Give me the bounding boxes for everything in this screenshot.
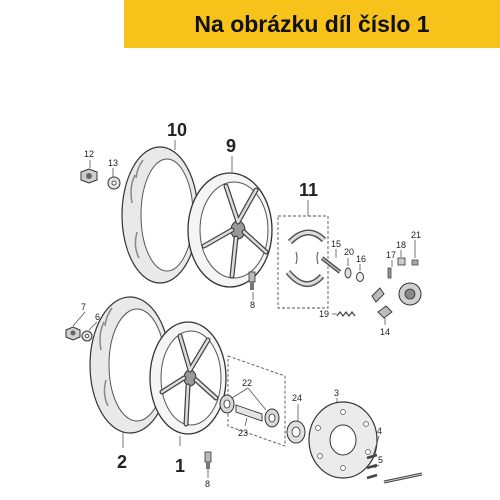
banner-title: Na obrázku díl číslo 1 (194, 10, 430, 37)
callout-16: 16 (356, 254, 366, 264)
part-22-bearing[interactable] (219, 394, 280, 428)
part-8-valve-upper[interactable] (248, 271, 256, 290)
callout-15: 15 (331, 239, 341, 249)
callout-2: 2 (117, 452, 127, 472)
callout-11: 11 (299, 180, 318, 200)
leader-lines (72, 140, 416, 478)
callout-21: 21 (411, 230, 421, 240)
callout-24: 24 (292, 393, 302, 403)
callout-23: 23 (238, 428, 248, 438)
callout-1: 1 (175, 456, 185, 476)
callout-8-lower: 8 (205, 479, 210, 489)
part-1-rim[interactable] (149, 321, 227, 435)
part-7-nut[interactable] (65, 326, 81, 341)
callout-20: 20 (344, 247, 354, 257)
part-12-nut[interactable] (80, 168, 98, 184)
part-9-rim[interactable] (187, 172, 273, 288)
part-14-lever[interactable] (371, 282, 422, 319)
part-23-spacer[interactable] (235, 404, 263, 422)
part-13-washer[interactable] (107, 176, 121, 190)
callout-13: 13 (108, 158, 118, 168)
part-5-axle[interactable] (383, 472, 423, 484)
part-4-bolts[interactable] (366, 453, 378, 480)
callout-18: 18 (396, 240, 406, 250)
callout-7: 7 (81, 302, 86, 312)
part-15-cam[interactable] (320, 256, 342, 274)
part-19-spring[interactable] (336, 311, 356, 317)
part-17-bolt[interactable] (387, 267, 392, 279)
callout-14: 14 (380, 327, 390, 337)
title-banner: Na obrázku díl číslo 1 (124, 0, 500, 48)
part-3-brake-disc[interactable] (308, 401, 378, 479)
part-18-nut[interactable] (397, 257, 406, 266)
part-8-valve-lower[interactable] (204, 451, 212, 469)
part-24-ring[interactable] (286, 420, 306, 444)
part-21-pin[interactable] (411, 259, 419, 266)
part-16-washer[interactable] (356, 272, 364, 282)
callout-4: 4 (377, 426, 382, 436)
callout-12: 12 (84, 149, 94, 159)
callout-6: 6 (95, 312, 100, 322)
callout-3: 3 (334, 388, 339, 398)
part-10-tire[interactable] (121, 146, 199, 284)
callout-17: 17 (386, 250, 396, 260)
callout-22: 22 (242, 378, 252, 388)
callout-19: 19 (319, 309, 329, 319)
callout-9: 9 (226, 136, 236, 156)
part-11-brake-shoes[interactable] (277, 215, 329, 309)
callout-5: 5 (378, 455, 383, 465)
callout-10: 10 (167, 120, 187, 140)
callout-8-upper: 8 (250, 300, 255, 310)
part-6-washer[interactable] (81, 330, 93, 342)
part-20-ring[interactable] (344, 267, 352, 279)
